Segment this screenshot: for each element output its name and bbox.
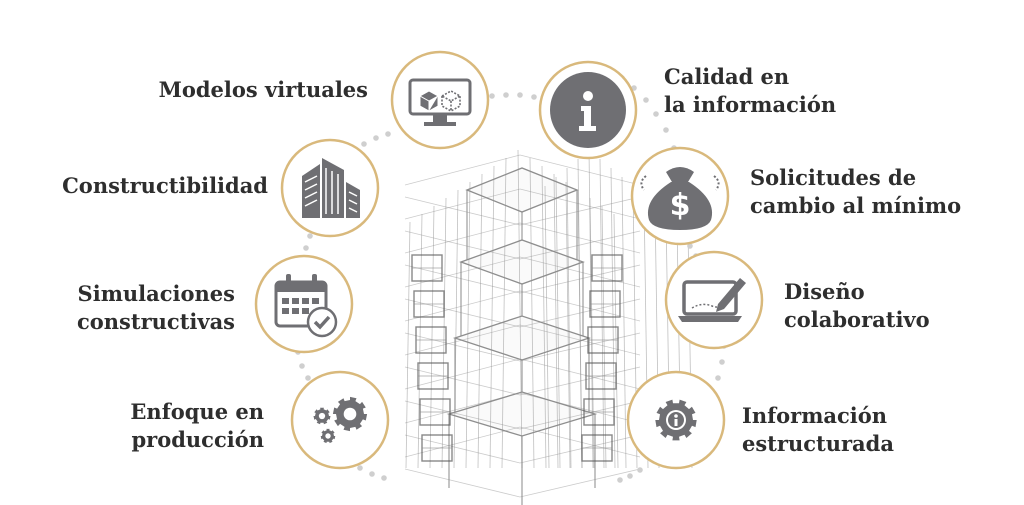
label-modelos-virtuales: Modelos virtuales [158, 77, 368, 102]
info-icon [538, 60, 638, 160]
gears-icon [290, 370, 390, 470]
label-solicitudes-de-cambio: Solicitudes de cambio al mínimo [750, 165, 962, 218]
money-bag-icon: $ [630, 146, 730, 246]
label-constructibilidad: Constructibilidad [62, 173, 268, 198]
monitor-cubes-icon [390, 50, 490, 150]
svg-text:$: $ [670, 188, 691, 223]
label-simulaciones-constructivas: Simulaciones constructivas [76, 281, 235, 334]
calendar-check-icon [254, 254, 354, 354]
label-diseno-colaborativo: Diseño colaborativo [784, 279, 930, 332]
label-informacion-estructurada: Información estructurada [742, 403, 894, 456]
buildings-icon [280, 138, 380, 238]
label-calidad-en-la-informacion: Calidad en la información [664, 64, 837, 117]
laptop-pen-icon [664, 250, 764, 350]
building-wireframe [404, 149, 693, 505]
label-enfoque-en-produccion: Enfoque en producción [130, 399, 264, 452]
info-gear-icon [626, 370, 726, 470]
